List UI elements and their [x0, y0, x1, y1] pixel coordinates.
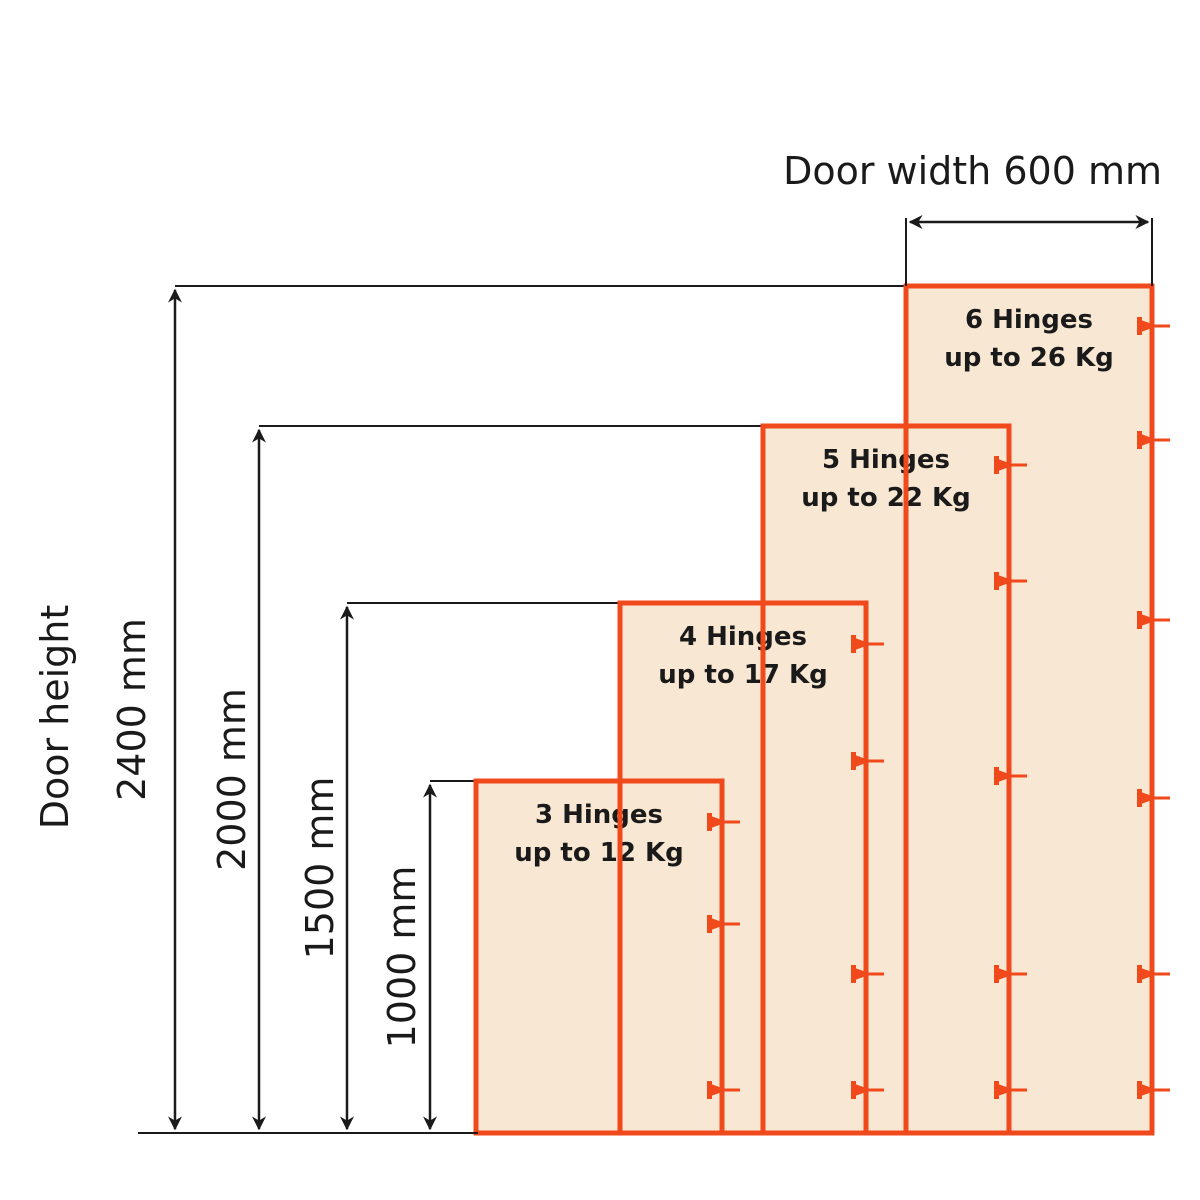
hinge-count-label: 6 Hinges [965, 305, 1093, 335]
weight-label: up to 26 Kg [944, 343, 1114, 373]
height-label: 2000 mm [210, 688, 254, 871]
hinge-icon [707, 915, 740, 933]
hinge-icon [851, 752, 884, 770]
height-label: 1000 mm [380, 866, 424, 1049]
door-6-hinges: 6 Hinges up to 26 Kg [903, 283, 1170, 1136]
hinge-icon [707, 1081, 740, 1099]
hinge-icon [994, 572, 1027, 590]
hinge-icon [1137, 1081, 1170, 1099]
weight-label: up to 12 Kg [514, 838, 684, 868]
hinge-icon [851, 635, 884, 653]
door-outline [760, 423, 1012, 1136]
weight-label: up to 22 Kg [801, 483, 971, 513]
height-dimension: 2000 mm [210, 425, 763, 1131]
hinge-icon [994, 1081, 1027, 1099]
hinge-icon [1137, 317, 1170, 335]
height-dimension: 1500 mm [298, 602, 620, 1131]
hinge-icon [851, 965, 884, 983]
hinge-count-label: 4 Hinges [679, 622, 807, 652]
height-dimension: 2400 mm [110, 285, 906, 1131]
hinge-count-label: 5 Hinges [822, 445, 950, 475]
hinge-icon [1137, 431, 1170, 449]
hinge-icon [851, 1081, 884, 1099]
hinge-count-label: 3 Hinges [535, 800, 663, 830]
door-3-hinges: 3 Hinges up to 12 Kg [473, 778, 740, 1136]
height-label: 2400 mm [110, 618, 154, 801]
door-height-axis-label: Door height [33, 605, 77, 830]
hinge-icon [1137, 965, 1170, 983]
hinge-icon [994, 767, 1027, 785]
height-label: 1500 mm [298, 777, 342, 960]
dimension-lines: 1000 mm 1500 mm 2000 mm 2400 mm [110, 285, 906, 1131]
door-fill [906, 286, 1152, 1133]
hinge-icon [1137, 611, 1170, 629]
weight-label: up to 17 Kg [658, 660, 828, 690]
door-4-hinges: 4 Hinges up to 17 Kg [617, 600, 884, 1136]
door-5-hinges: 5 Hinges up to 22 Kg [760, 423, 1027, 1136]
door-width-label: Door width 600 mm [783, 149, 1162, 193]
height-dimension: 1000 mm [380, 780, 476, 1131]
hinge-icon [994, 456, 1027, 474]
hinge-icon [1137, 789, 1170, 807]
door-outline [473, 778, 725, 1136]
door-outline [903, 283, 1155, 1136]
width-dimension: Door width 600 mm [783, 149, 1162, 286]
door-outline [617, 600, 869, 1136]
hinge-icon [994, 965, 1027, 983]
hinge-icon [707, 813, 740, 831]
